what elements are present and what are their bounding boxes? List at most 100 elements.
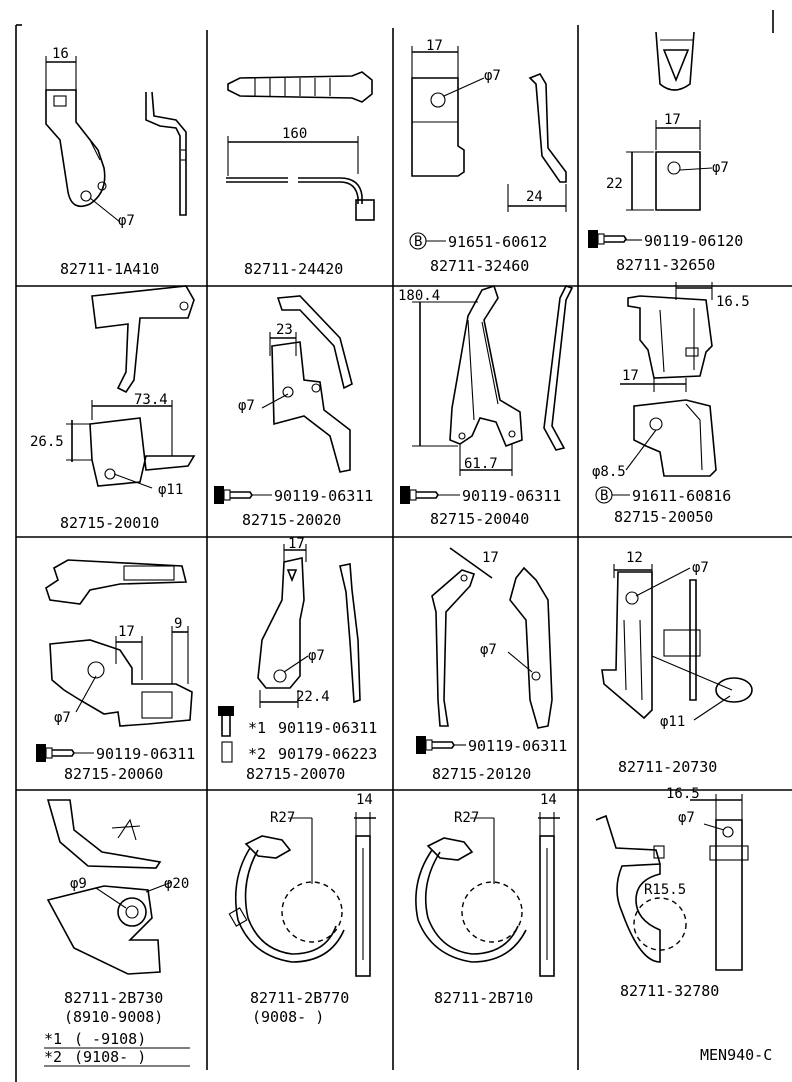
dimension-label: φ7 bbox=[308, 648, 325, 664]
dimension-label: 22.4 bbox=[296, 689, 330, 705]
dimension-label: φ11 bbox=[158, 482, 183, 498]
sheet-code: MEN940-C bbox=[700, 1046, 772, 1064]
dimension-label: φ7 bbox=[54, 710, 71, 726]
bracket-drawing bbox=[46, 799, 173, 975]
part-cell-82711-2B770[interactable]: R27 14 82711-2B770 (9008- ) bbox=[228, 792, 376, 1026]
fastener-number: 90119-06311 bbox=[468, 737, 567, 755]
bracket-drawing bbox=[45, 56, 187, 223]
dimension-label: 180.4 bbox=[398, 288, 440, 304]
fastener-number: 90179-06223 bbox=[278, 745, 377, 763]
date-range-note: (9008- ) bbox=[252, 1008, 324, 1026]
dimension-label: φ8.5 bbox=[592, 464, 626, 480]
dimension-label: 24 bbox=[526, 189, 543, 205]
dimension-label: 73.4 bbox=[134, 392, 168, 408]
screw-icon bbox=[221, 741, 233, 763]
dimension-label: 17 bbox=[288, 536, 305, 552]
fastener-mark: B bbox=[600, 488, 608, 504]
bracket-drawing bbox=[588, 31, 713, 248]
dimension-label: 12 bbox=[626, 550, 643, 566]
fastener-number: 91651-60612 bbox=[448, 233, 547, 251]
part-number: 82715-20040 bbox=[430, 510, 529, 528]
dimension-label: φ7 bbox=[712, 160, 729, 176]
fastener-mark: B bbox=[414, 234, 422, 250]
part-number: 82715-20050 bbox=[614, 508, 713, 526]
part-cell-82715-20070[interactable]: 17 φ7 22.4 *1 90119-06311 *2 90179-06223… bbox=[218, 536, 377, 783]
part-cell-82715-20010[interactable]: 73.4 26.5 φ11 82715-20010 bbox=[30, 285, 196, 532]
fastener-number: 91611-60816 bbox=[632, 487, 731, 505]
part-cell-82711-32650[interactable]: 17 22 φ7 90119-06120 82711-32650 bbox=[588, 31, 743, 274]
clamp-drawing bbox=[228, 812, 376, 977]
part-cell-82715-20040[interactable]: 180.4 61.7 90119-06311 82715-20040 bbox=[398, 284, 574, 528]
dimension-label: φ7 bbox=[480, 642, 497, 658]
part-cell-82711-2B730[interactable]: φ9 φ20 82711-2B730 (8910-9008) bbox=[46, 799, 189, 1026]
part-cell-82711-2B710[interactable]: R27 14 82711-2B710 bbox=[415, 792, 560, 1007]
dimension-label: 17 bbox=[118, 624, 135, 640]
dimension-label: 26.5 bbox=[30, 434, 64, 450]
legend-range: ( -9108) bbox=[74, 1030, 146, 1048]
screw-icon bbox=[218, 706, 234, 737]
dimension-label: φ7 bbox=[238, 398, 255, 414]
dimension-label: 17 bbox=[664, 112, 681, 128]
part-number: 82715-20070 bbox=[246, 765, 345, 783]
dimension-label: φ11 bbox=[660, 714, 685, 730]
legend-mark: *2 bbox=[44, 1048, 62, 1066]
fastener-mark: *1 bbox=[248, 719, 266, 737]
clamp-drawing bbox=[595, 794, 749, 971]
bracket-drawing bbox=[218, 544, 361, 763]
part-number: 82711-32780 bbox=[620, 982, 719, 1000]
part-number: 82715-20010 bbox=[60, 514, 159, 532]
fastener-number: 90119-06311 bbox=[278, 719, 377, 737]
footnote-legend: *1 ( -9108) *2 (9108- ) bbox=[44, 1030, 190, 1067]
part-number: 82715-20120 bbox=[432, 765, 531, 783]
part-cell-82711-32780[interactable]: 16.5 φ7 R15.5 82711-32780 bbox=[595, 786, 749, 1000]
fastener-number: 90119-06120 bbox=[644, 232, 743, 250]
dimension-label: φ9 bbox=[70, 876, 87, 892]
part-number: 82711-2B730 bbox=[64, 989, 163, 1007]
date-range-note: (8910-9008) bbox=[64, 1008, 163, 1026]
part-cell-82715-20120[interactable]: 17 φ7 90119-06311 82715-20120 bbox=[416, 547, 567, 783]
dimension-label: φ7 bbox=[692, 560, 709, 576]
part-number: 82715-20020 bbox=[242, 511, 341, 529]
legend-range: (9108- ) bbox=[74, 1048, 146, 1066]
bracket-drawing bbox=[400, 284, 574, 504]
bracket-drawing bbox=[595, 282, 717, 504]
bracket-drawing bbox=[601, 564, 753, 721]
fastener-mark: *2 bbox=[248, 745, 266, 763]
dimension-label: 23 bbox=[276, 322, 293, 338]
bracket-drawing bbox=[416, 547, 553, 754]
part-number: 82711-24420 bbox=[244, 260, 343, 278]
bracket-drawing bbox=[214, 295, 353, 504]
part-number: 82711-2B770 bbox=[250, 989, 349, 1007]
bolt-icon bbox=[36, 744, 75, 762]
clip-and-cable-drawing bbox=[226, 71, 375, 221]
bolt-icon bbox=[214, 486, 253, 504]
dimension-label: 9 bbox=[174, 616, 182, 632]
part-cell-82711-24420[interactable]: 160 82711-24420 bbox=[226, 71, 375, 278]
part-cell-82711-32460[interactable]: 17 φ7 24 B 91651-60612 82711-32460 bbox=[409, 38, 567, 275]
bolt-icon bbox=[588, 230, 627, 248]
dimension-label: φ7 bbox=[484, 68, 501, 84]
dimension-label: R15.5 bbox=[644, 882, 686, 898]
part-number: 82711-32650 bbox=[616, 256, 715, 274]
part-cell-82711-1A410[interactable]: 16 φ7 82711-1A410 bbox=[45, 46, 187, 278]
dimension-label: 14 bbox=[540, 792, 557, 808]
bolt-icon bbox=[400, 486, 439, 504]
bracket-drawing bbox=[66, 285, 196, 489]
dimension-label: R27 bbox=[270, 810, 295, 826]
fastener-number: 90119-06311 bbox=[96, 745, 195, 763]
bracket-drawing bbox=[409, 46, 567, 250]
part-number: 82711-32460 bbox=[430, 257, 529, 275]
part-cell-82715-20020[interactable]: 23 φ7 90119-06311 82715-20020 bbox=[214, 295, 373, 529]
dimension-label: 16 bbox=[52, 46, 69, 62]
dimension-label: 16.5 bbox=[666, 786, 700, 802]
part-cell-82715-20060[interactable]: 17 9 φ7 90119-06311 82715-20060 bbox=[36, 559, 195, 783]
dimension-label: 160 bbox=[282, 126, 307, 142]
bolt-icon bbox=[416, 736, 455, 754]
dimension-label: 17 bbox=[622, 368, 639, 384]
dimension-label: 22 bbox=[606, 176, 623, 192]
part-cell-82715-20050[interactable]: 16.5 17 φ8.5 B 91611-60816 82715-20050 bbox=[592, 282, 750, 526]
fastener-number: 90119-06311 bbox=[462, 487, 561, 505]
dimension-label: φ7 bbox=[678, 810, 695, 826]
part-cell-82711-20730[interactable]: 12 φ7 φ11 82711-20730 bbox=[601, 550, 753, 776]
dimension-label: 17 bbox=[482, 550, 499, 566]
